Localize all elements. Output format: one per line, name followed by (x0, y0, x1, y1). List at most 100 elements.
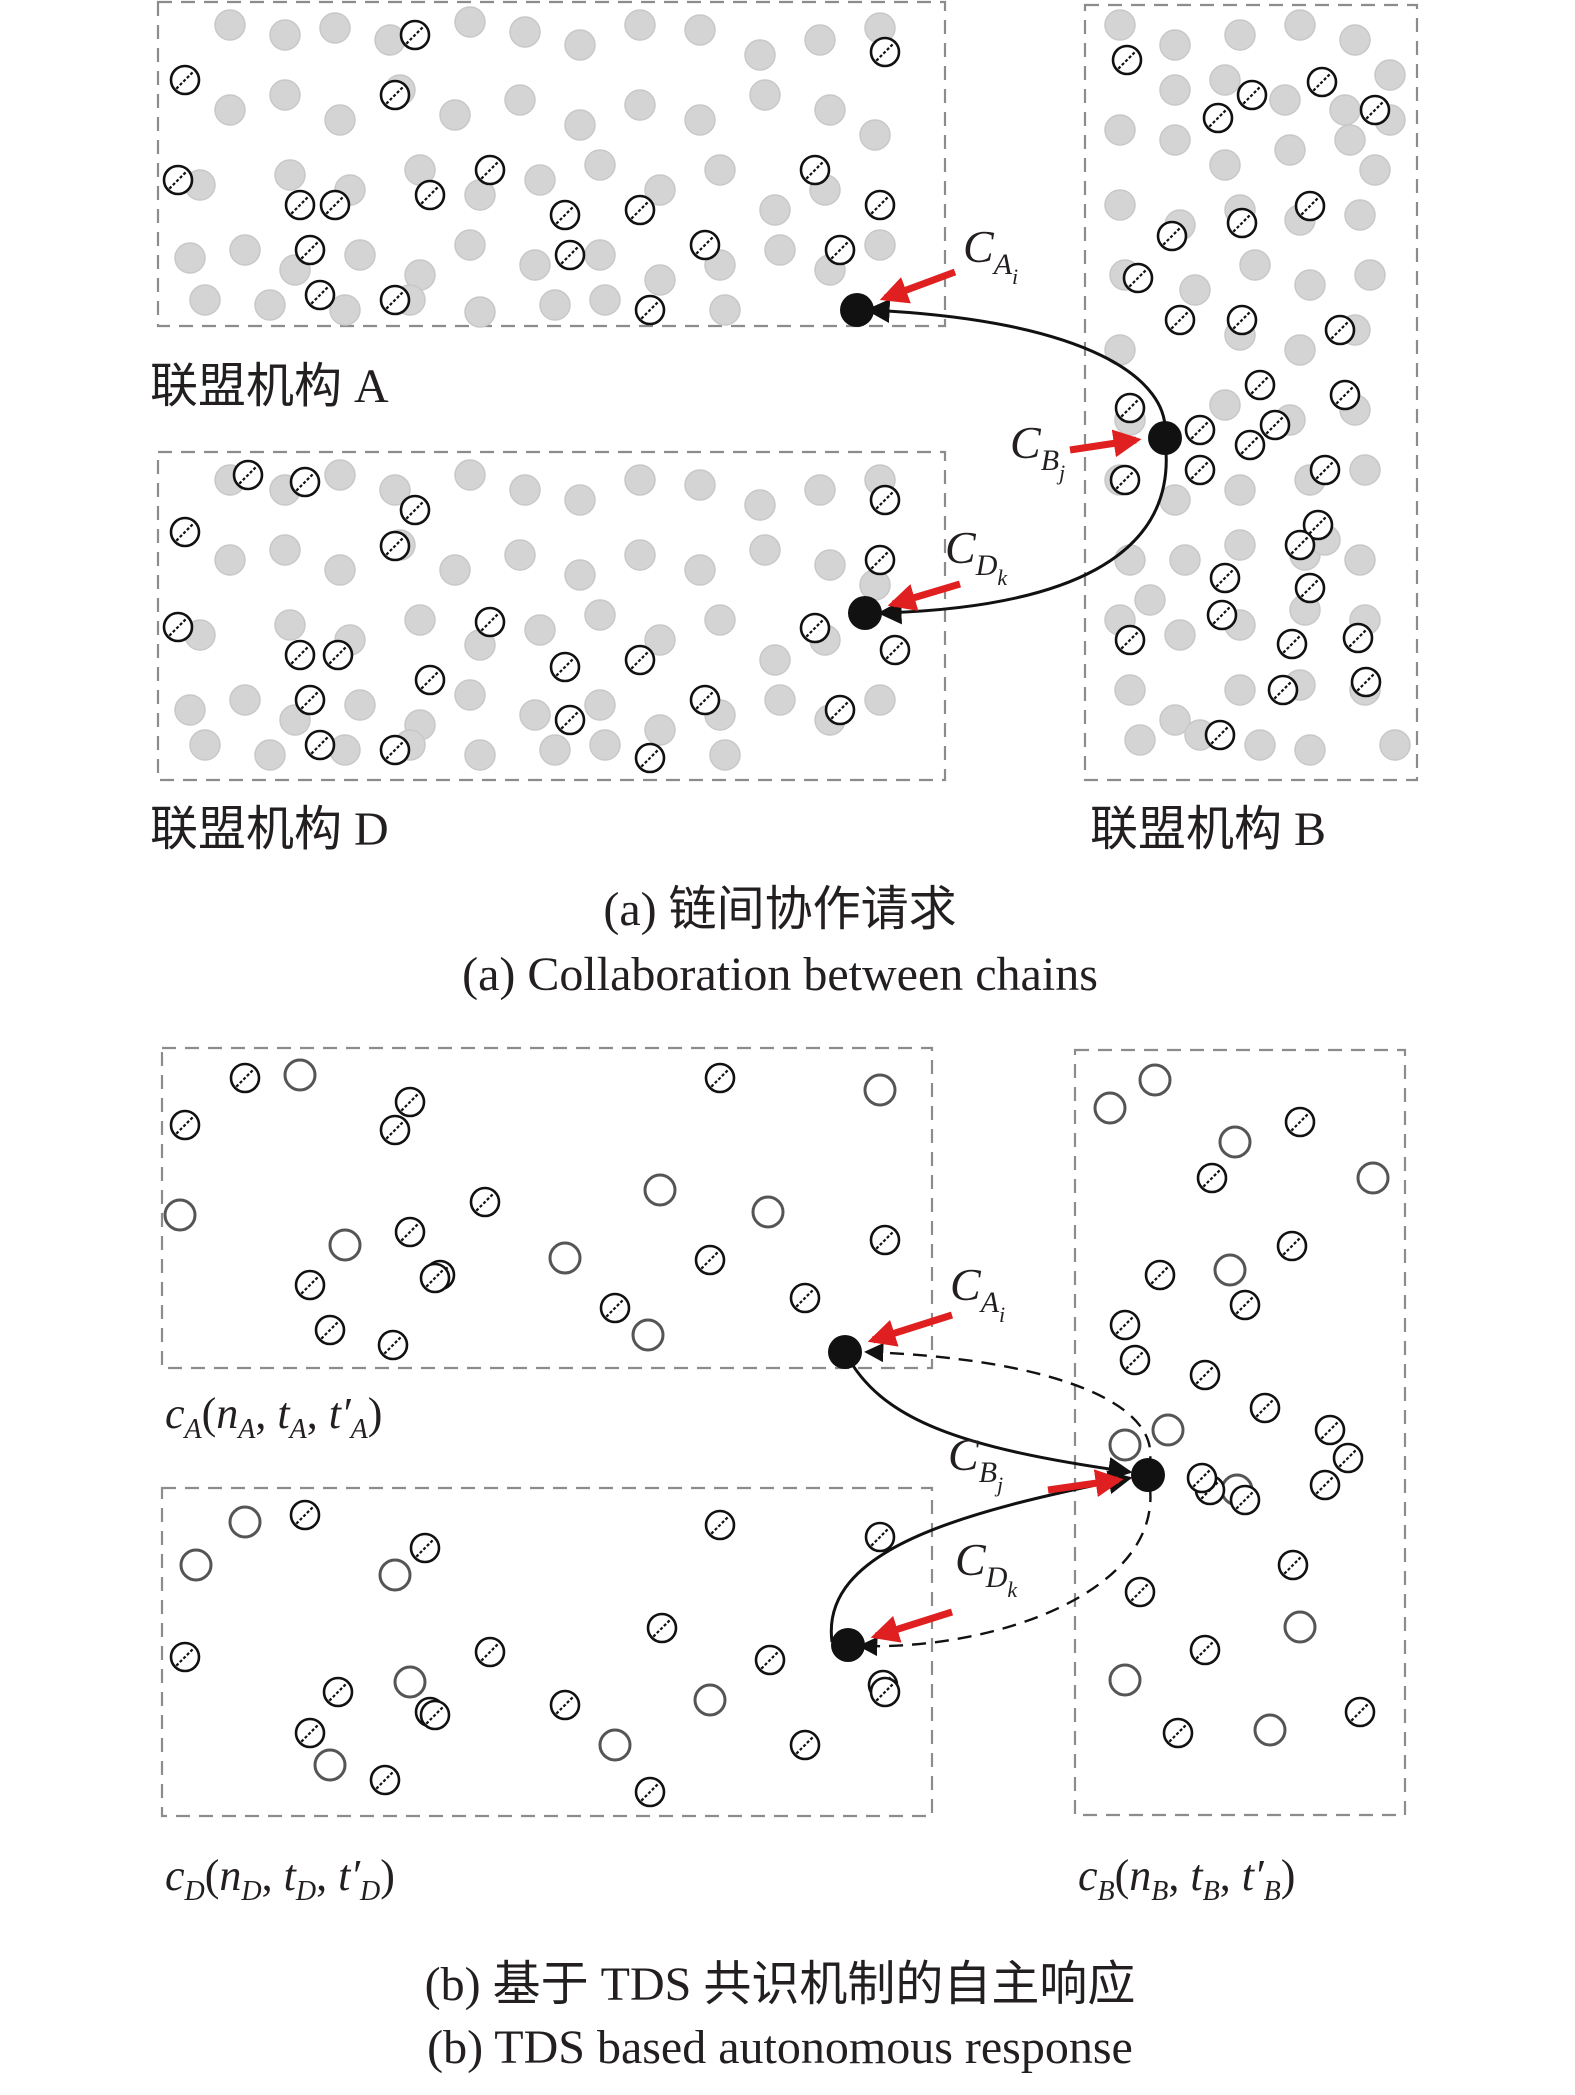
gray-node (189, 284, 221, 316)
gray-node (504, 539, 536, 571)
hatched-node (1109, 1309, 1141, 1341)
gray-node (1179, 274, 1211, 306)
gray-node (1114, 674, 1146, 706)
gray-node (1104, 114, 1136, 146)
gray-node (254, 739, 286, 771)
hatched-node (1309, 1469, 1341, 1501)
org-b-box-b (1073, 1048, 1407, 1817)
open-node (1138, 1063, 1172, 1097)
gray-node (564, 29, 596, 61)
gray-node (759, 644, 791, 676)
hatched-node (1229, 1289, 1261, 1321)
gray-node (524, 164, 556, 196)
hatched-node (554, 704, 586, 736)
hatched-node (232, 459, 264, 491)
hatched-node (1306, 66, 1338, 98)
gray-node (454, 229, 486, 261)
org-d-box (156, 450, 947, 782)
gray-node (1224, 674, 1256, 706)
gray-node (269, 534, 301, 566)
org-b-open-nodes (1093, 1063, 1390, 1747)
gray-node (454, 679, 486, 711)
open-node (228, 1505, 262, 1539)
hatched-node (754, 1644, 786, 1676)
hatched-node (1342, 622, 1374, 654)
gray-node (709, 294, 741, 326)
gray-node (1294, 734, 1326, 766)
gray-node (539, 289, 571, 321)
gray-node (1159, 124, 1191, 156)
gray-node (1269, 84, 1301, 116)
hatched-node (1109, 464, 1141, 496)
gray-node (684, 554, 716, 586)
hatched-node (634, 742, 666, 774)
gray-node (1284, 9, 1316, 41)
hatched-node (704, 1062, 736, 1094)
node-c-d-k-b (831, 1628, 865, 1662)
hatched-node (704, 1509, 736, 1541)
gray-node (1134, 584, 1166, 616)
gray-node (1124, 724, 1156, 756)
gray-node (504, 84, 536, 116)
hatched-node (1206, 599, 1238, 631)
hatched-node (399, 19, 431, 51)
open-node (163, 1198, 197, 1232)
hatched-node (1189, 1359, 1221, 1391)
open-node (598, 1728, 632, 1762)
gray-node (584, 599, 616, 631)
hatched-node (634, 294, 666, 326)
gray-node (319, 12, 351, 44)
gray-node (214, 544, 246, 576)
hatched-node (394, 1216, 426, 1248)
hatched-node (789, 1282, 821, 1314)
org-d-label: 联盟机构 D (150, 803, 389, 856)
hatched-node (314, 1314, 346, 1346)
gray-node (584, 239, 616, 271)
hatched-node (879, 634, 911, 666)
open-node (1283, 1610, 1317, 1644)
open-node (283, 1058, 317, 1092)
hatched-node (1196, 1162, 1228, 1194)
hatched-node (1314, 1414, 1346, 1446)
hatched-node (1276, 1230, 1308, 1262)
gray-node (519, 699, 551, 731)
gray-node (709, 739, 741, 771)
label-c-b-j-b: CBj (948, 1429, 1003, 1497)
gray-node (379, 474, 411, 506)
hatched-node (319, 189, 351, 221)
open-node (631, 1318, 665, 1352)
gray-node (524, 614, 556, 646)
gray-node (329, 294, 361, 326)
gray-node (749, 534, 781, 566)
gray-node (644, 624, 676, 656)
hatched-node (377, 1329, 409, 1361)
hatched-node (549, 651, 581, 683)
hatched-node (869, 1676, 901, 1708)
open-node (751, 1195, 785, 1229)
gray-node (684, 469, 716, 501)
hatched-node (169, 1641, 201, 1673)
hatched-node (162, 164, 194, 196)
hatched-node (624, 194, 656, 226)
gray-node (344, 689, 376, 721)
hatched-node (634, 1776, 666, 1808)
gray-node (684, 104, 716, 136)
org-b-hatched-nodes (1109, 44, 1391, 751)
hatched-node (869, 1224, 901, 1256)
open-node (328, 1228, 362, 1262)
gray-node (1104, 9, 1136, 41)
hatched-node (1259, 409, 1291, 441)
gray-node (174, 694, 206, 726)
hatched-node (169, 516, 201, 548)
hatched-node (414, 179, 446, 211)
tuple-b: cB(nB, tB, t′B) (1078, 1851, 1295, 1907)
hatched-node (549, 1689, 581, 1721)
gray-node (1359, 154, 1391, 186)
gray-node (1329, 94, 1361, 126)
open-node (1356, 1161, 1390, 1195)
hatched-node (1236, 79, 1268, 111)
gray-node (1354, 259, 1386, 291)
gray-node (174, 242, 206, 274)
open-node (643, 1173, 677, 1207)
